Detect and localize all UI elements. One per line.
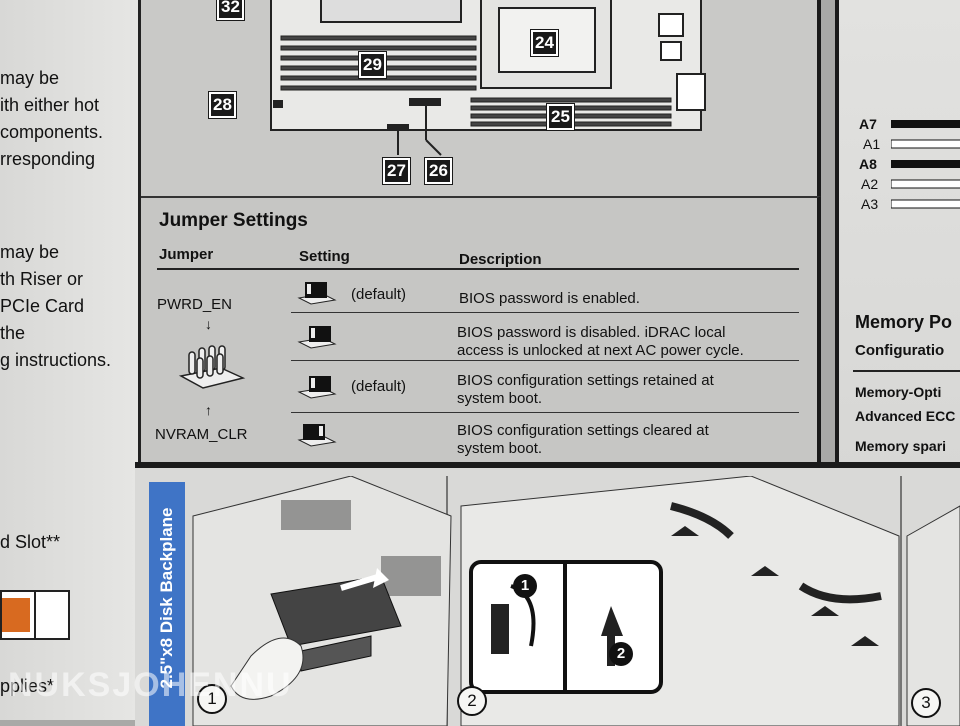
step-3-badge: 3	[911, 688, 941, 718]
row-divider	[291, 312, 799, 313]
callout-24: 24	[530, 29, 559, 57]
backplane-section: 2.5"x8 Disk Backplane	[135, 462, 960, 726]
callout-32: 32	[216, 0, 245, 21]
slot-label: A1	[863, 136, 881, 152]
step-2-badge: 2	[457, 686, 487, 716]
jumper-settings-section: Jumper Settings Jumper Setting Descripti…	[141, 196, 821, 468]
col-header-jumper: Jumper	[159, 246, 214, 263]
config-item: Memory spari	[855, 438, 947, 454]
left-text-line: may be	[0, 68, 60, 88]
backplane-install-illustration	[192, 476, 960, 726]
step-1-badge: 1	[197, 684, 227, 714]
left-text-line: d Slot**	[0, 532, 61, 552]
row-description: access is unlocked at next AC power cycl…	[457, 342, 744, 359]
left-text-line: may be	[0, 242, 60, 262]
nvram-clr-label: NVRAM_CLR	[155, 426, 248, 443]
left-text-line: ith either hot	[0, 95, 100, 115]
row-description: BIOS configuration settings cleared at	[457, 422, 709, 439]
slot-label: A8	[859, 156, 877, 172]
row-description: BIOS configuration settings retained at	[457, 372, 714, 389]
motherboard-illustration	[270, 0, 706, 156]
config-item: Advanced ECC	[855, 408, 956, 424]
jumper-setting-icon	[297, 282, 337, 305]
arrow-up-icon: ↑	[205, 402, 212, 418]
configuration-label: Configuratio	[855, 342, 945, 359]
jumper-setting-icon	[297, 424, 337, 447]
jumper-setting-icon	[297, 376, 337, 399]
row-description: BIOS password is enabled.	[459, 290, 640, 307]
callout-25: 25	[546, 103, 575, 131]
inset-step-2-badge: 2	[609, 642, 633, 666]
config-rule	[853, 370, 960, 372]
left-text-line: g instructions.	[0, 350, 112, 370]
inset-step-1-badge: 1	[513, 574, 537, 598]
jumper-settings-title: Jumper Settings	[159, 210, 308, 231]
backplane-side-tab: 2.5"x8 Disk Backplane	[149, 482, 185, 726]
callout-27: 27	[382, 157, 411, 185]
left-text-line: the	[0, 323, 26, 343]
left-text-line: pplies*	[0, 676, 55, 696]
memory-population-title: Memory Po	[855, 312, 953, 332]
col-header-description: Description	[459, 251, 542, 268]
slot-label: A2	[861, 176, 879, 192]
memory-slot-bars	[891, 120, 960, 209]
callout-26: 26	[424, 157, 453, 185]
callout-29: 29	[358, 51, 387, 79]
pwrd-en-label: PWRD_EN	[157, 296, 233, 313]
col-header-setting: Setting	[299, 248, 350, 265]
left-text-line: th Riser or	[0, 269, 84, 289]
row-description: system boot.	[457, 440, 543, 457]
motherboard-diagram: 32 24 29 28 25 27 26	[141, 0, 821, 196]
setting-tag: (default)	[351, 378, 407, 395]
left-text-line: rresponding	[0, 149, 96, 169]
row-description: system boot.	[457, 390, 543, 407]
jumper-setting-icon	[297, 326, 337, 349]
arrow-down-icon: ↓	[205, 316, 212, 332]
watermark-text: NUKSJOHENNU	[8, 666, 293, 704]
jumper-block-icon	[178, 345, 246, 389]
row-description: BIOS password is disabled. iDRAC local	[457, 324, 726, 341]
setting-tag: (default)	[351, 286, 407, 303]
color-swatch-bar	[0, 590, 70, 640]
left-text-line: components.	[0, 122, 104, 142]
left-text-panel: may be ith either hot components. rrespo…	[0, 0, 141, 720]
callout-28: 28	[208, 91, 237, 119]
config-item: Memory-Opti	[855, 384, 942, 400]
left-text-line: PCIe Card	[0, 296, 85, 316]
slot-label: A7	[859, 116, 877, 132]
header-rule	[157, 268, 799, 270]
row-divider	[291, 412, 799, 413]
slot-label: A3	[861, 196, 879, 212]
memory-panel: A7 A1 A8 A2 A3 Memory Po Configuratio Me…	[835, 0, 960, 470]
row-divider	[291, 360, 799, 361]
